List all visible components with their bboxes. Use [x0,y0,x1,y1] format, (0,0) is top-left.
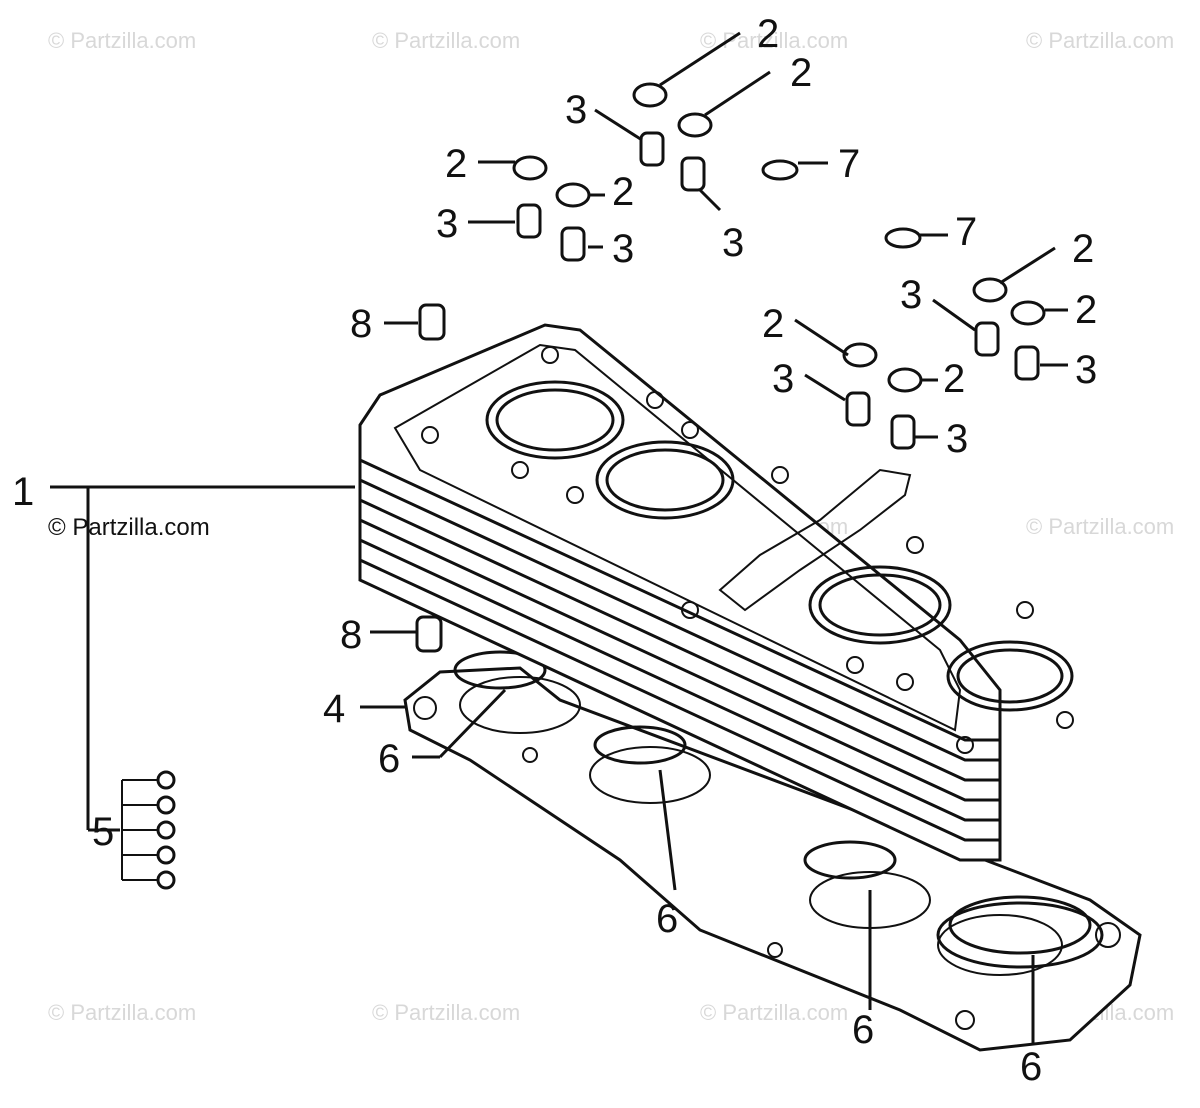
callout-2: 2 [943,357,965,401]
watermark: © Partzilla.com [372,28,520,53]
callout-3: 3 [436,202,458,246]
callout-3: 3 [565,88,587,132]
callout-2: 2 [1072,227,1094,271]
cylinder-block [358,323,1074,862]
leader-lines [50,31,1068,1045]
callout-3: 3 [772,357,794,401]
callout-2: 2 [1075,288,1097,332]
callout-2: 2 [445,142,467,186]
watermark: © Partzilla.com [48,28,196,53]
callout-7: 7 [838,142,860,186]
callout-2: 2 [762,302,784,346]
o-ring-group [453,650,1104,969]
callout-5: 5 [92,810,114,854]
watermark: © Partzilla.com [700,1000,848,1025]
watermark: © Partzilla.com [1026,28,1174,53]
callout-3: 3 [722,221,744,265]
callout-3: 3 [946,417,968,461]
watermark: © Partzilla.com [372,1000,520,1025]
callout-3: 3 [612,227,634,271]
callout-6: 6 [656,897,678,941]
watermark: © Partzilla.com [48,1000,196,1025]
callout-4: 4 [323,687,345,731]
callout-2: 2 [790,51,812,95]
callout-8: 8 [340,613,362,657]
callout-2: 2 [757,12,779,56]
callout-3: 3 [900,273,922,317]
callout-6: 6 [378,737,400,781]
watermark-primary: © Partzilla.com [48,514,210,541]
callout-6: 6 [1020,1045,1042,1089]
callout-3: 3 [1075,348,1097,392]
callout-8: 8 [350,302,372,346]
callout-labels: 1 2 2 2 2 2 2 2 2 3 3 3 3 3 3 3 3 4 5 6 … [12,12,1097,1089]
dowel-pins [156,82,1046,890]
watermark: © Partzilla.com [1026,514,1174,539]
callout-6: 6 [852,1008,874,1052]
callout-7: 7 [955,210,977,254]
callout-2: 2 [612,170,634,214]
callout-1: 1 [12,470,34,514]
watermark: © Partzilla.com [700,28,848,53]
